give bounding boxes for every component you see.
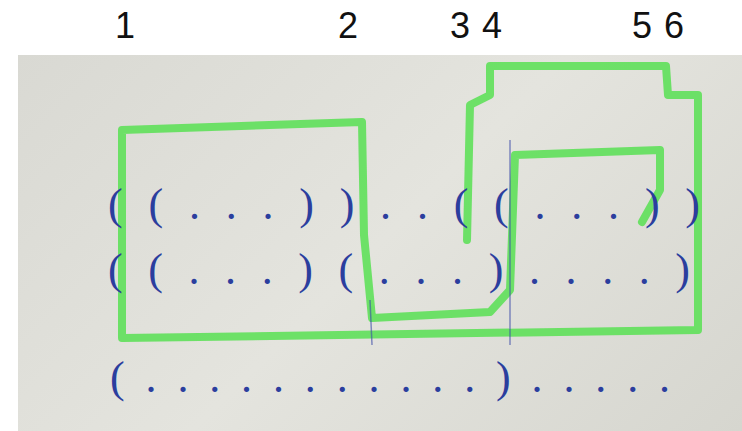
column-number: 1 [115,8,135,44]
column-number: 4 [482,8,502,44]
column-number: 5 [632,8,652,44]
column-number: 6 [664,8,684,44]
bracket-sequence: (...........)..... [110,356,691,400]
pencil-line [370,300,372,345]
column-number: 3 [450,8,470,44]
bracket-sequence: ((...))..((...)) [108,183,726,227]
pencil-line [509,140,511,345]
column-number: 2 [338,8,358,44]
bracket-sequence: ((...)(...)....) [108,248,716,292]
